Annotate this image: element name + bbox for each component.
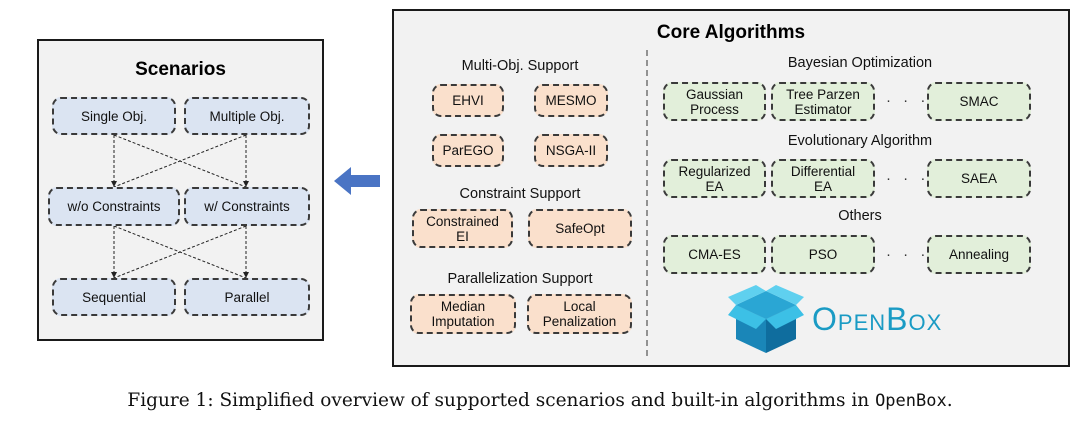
column-divider xyxy=(646,50,648,356)
algo-pso: PSO xyxy=(771,235,875,274)
bayesian-heading: Bayesian Optimization xyxy=(787,55,933,71)
core-algorithms-title: Core Algorithms xyxy=(656,22,806,43)
algo-nsga-ii: NSGA-II xyxy=(534,134,608,167)
algo-differential-ea: Differential EA xyxy=(771,159,875,198)
evolutionary-heading: Evolutionary Algorithm xyxy=(787,133,933,149)
scenario-multiple-obj: Multiple Obj. xyxy=(184,97,310,135)
others-ellipsis: · · · xyxy=(886,246,930,263)
openbox-cube-icon xyxy=(728,285,804,353)
algo-tree-parzen-estimator: Tree Parzen Estimator xyxy=(771,82,875,121)
parallelization-heading: Parallelization Support xyxy=(447,271,593,287)
scenario-with-constraints: w/ Constraints xyxy=(184,187,310,226)
algo-mesmo: MESMO xyxy=(534,84,608,117)
algo-annealing: Annealing xyxy=(927,235,1031,274)
scenario-parallel: Parallel xyxy=(184,278,310,316)
algo-saea: SAEA xyxy=(927,159,1031,198)
constraint-heading: Constraint Support xyxy=(459,186,581,202)
scenarios-title: Scenarios xyxy=(135,59,226,80)
algo-constrained-ei: Constrained EI xyxy=(412,209,513,248)
caption-period: . xyxy=(946,390,953,411)
algo-gaussian-process: Gaussian Process xyxy=(663,82,766,121)
algo-median-imputation: Median Imputation xyxy=(410,294,516,334)
others-heading: Others xyxy=(838,208,882,224)
caption-text: Figure 1: Simplified overview of support… xyxy=(127,390,876,411)
algo-ehvi: EHVI xyxy=(432,84,504,117)
scenario-single-obj: Single Obj. xyxy=(52,97,176,135)
algo-local-penalization: Local Penalization xyxy=(527,294,632,334)
multi-obj-heading: Multi-Obj. Support xyxy=(461,58,579,74)
algo-safeopt: SafeOpt xyxy=(528,209,632,248)
scenario-sequential: Sequential xyxy=(52,278,176,316)
left-arrow-icon xyxy=(334,167,380,195)
evolutionary-ellipsis: · · · xyxy=(886,170,930,187)
algo-cma-es: CMA-ES xyxy=(663,235,766,274)
openbox-logo-text: OpenBox xyxy=(812,301,943,337)
algo-regularized-ea: Regularized EA xyxy=(663,159,766,198)
figure-caption: Figure 1: Simplified overview of support… xyxy=(0,390,1080,411)
caption-openbox: OpenBox xyxy=(875,391,947,411)
algo-parego: ParEGO xyxy=(432,134,504,167)
bayesian-ellipsis: · · · xyxy=(886,92,930,109)
algo-smac: SMAC xyxy=(927,82,1031,121)
scenario-without-constraints: w/o Constraints xyxy=(48,187,180,226)
